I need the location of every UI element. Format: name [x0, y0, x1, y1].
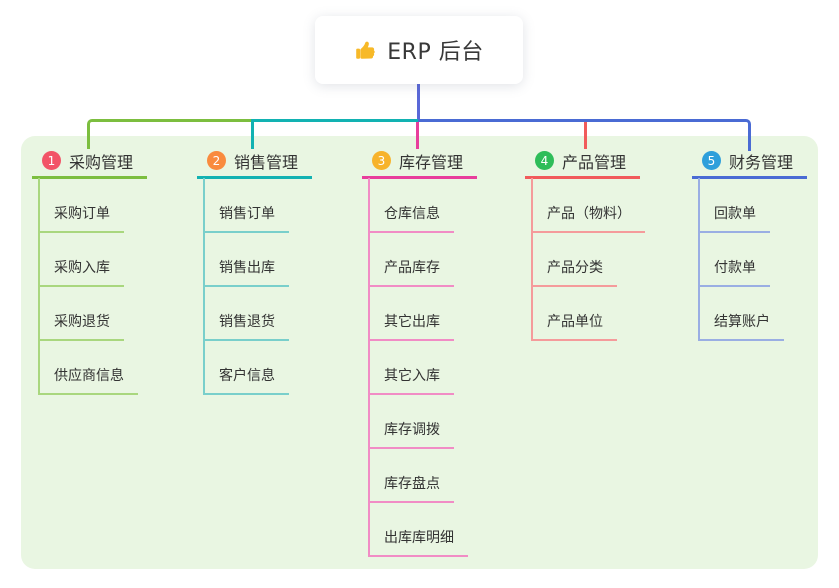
- child-node[interactable]: 采购入库: [38, 233, 138, 287]
- branch-index-badge: 1: [42, 151, 61, 170]
- connector-branch1-corner: [87, 119, 252, 149]
- child-node[interactable]: 产品库存: [368, 233, 468, 287]
- branch-title[interactable]: 5 财务管理: [692, 145, 807, 179]
- connector-branch2-line: [252, 119, 418, 122]
- connector-branch2-drop: [251, 119, 254, 149]
- child-label: 回款单: [698, 203, 770, 233]
- root-label: ERP 后台: [387, 40, 484, 65]
- branches-panel: [21, 136, 818, 569]
- thumbs-up-icon: [354, 39, 377, 62]
- connector-branch5-corner: [418, 119, 751, 151]
- child-node[interactable]: 销售订单: [203, 179, 289, 233]
- child-node[interactable]: 库存调拨: [368, 395, 468, 449]
- child-node[interactable]: 客户信息: [203, 341, 289, 395]
- branch-index-badge: 4: [535, 151, 554, 170]
- root-node[interactable]: ERP 后台: [315, 16, 523, 84]
- child-label: 产品库存: [368, 257, 454, 287]
- child-label: 销售退货: [203, 311, 289, 341]
- child-node[interactable]: 结算账户: [698, 287, 784, 341]
- branch-2: 2 销售管理 销售订单销售出库销售退货客户信息: [197, 145, 312, 395]
- branch-title[interactable]: 4 产品管理: [525, 145, 640, 179]
- branch-title-label: 库存管理: [399, 152, 464, 172]
- branch-index-badge: 5: [702, 151, 721, 170]
- branch-index-badge: 3: [372, 151, 391, 170]
- child-node[interactable]: 产品分类: [531, 233, 645, 287]
- child-node[interactable]: 库存盘点: [368, 449, 468, 503]
- child-node[interactable]: 付款单: [698, 233, 784, 287]
- child-label: 采购订单: [38, 203, 124, 233]
- child-label: 销售订单: [203, 203, 289, 233]
- child-label: 库存盘点: [368, 473, 454, 503]
- child-node[interactable]: 出库库明细: [368, 503, 468, 557]
- connector-branch4-drop: [584, 122, 587, 149]
- branch-children: 产品（物料） 产品分类产品单位: [531, 178, 645, 341]
- child-label: 其它入库: [368, 365, 454, 395]
- child-node[interactable]: 采购订单: [38, 179, 138, 233]
- child-label: 销售出库: [203, 257, 289, 287]
- branch-children: 销售订单销售出库销售退货客户信息: [203, 178, 289, 395]
- child-node[interactable]: 其它出库: [368, 287, 468, 341]
- child-node[interactable]: 采购退货: [38, 287, 138, 341]
- child-node[interactable]: 产品（物料）: [531, 179, 645, 233]
- child-node[interactable]: 其它入库: [368, 341, 468, 395]
- branch-children: 仓库信息产品库存其它出库其它入库库存调拨库存盘点出库库明细: [368, 178, 468, 557]
- child-label: 出库库明细: [368, 527, 468, 557]
- child-label: 采购退货: [38, 311, 124, 341]
- branch-3: 3 库存管理 仓库信息产品库存其它出库其它入库库存调拨库存盘点出库库明细: [362, 145, 477, 557]
- branch-title-label: 销售管理: [234, 152, 299, 172]
- child-label: 产品分类: [531, 257, 617, 287]
- child-node[interactable]: 产品单位: [531, 287, 645, 341]
- child-label: 产品单位: [531, 311, 617, 341]
- branch-index-badge: 2: [207, 151, 226, 170]
- child-label: 仓库信息: [368, 203, 454, 233]
- child-label: 采购入库: [38, 257, 124, 287]
- connector-branch3-drop: [416, 122, 419, 149]
- branch-children: 采购订单采购入库采购退货供应商信息: [38, 178, 138, 395]
- child-node[interactable]: 销售退货: [203, 287, 289, 341]
- branch-1: 1 采购管理 采购订单采购入库采购退货供应商信息: [32, 145, 147, 395]
- child-label: 结算账户: [698, 311, 784, 341]
- branch-title-label: 采购管理: [69, 152, 134, 172]
- child-label: 其它出库: [368, 311, 454, 341]
- child-label: 供应商信息: [38, 365, 138, 395]
- connector-root-stem: [417, 84, 420, 122]
- child-node[interactable]: 销售出库: [203, 233, 289, 287]
- child-node[interactable]: 仓库信息: [368, 179, 468, 233]
- branch-5: 5 财务管理 回款单付款单结算账户: [692, 145, 807, 341]
- child-node[interactable]: 回款单: [698, 179, 784, 233]
- branch-title[interactable]: 2 销售管理: [197, 145, 312, 179]
- branch-title[interactable]: 1 采购管理: [32, 145, 147, 179]
- branch-title[interactable]: 3 库存管理: [362, 145, 477, 179]
- child-label: 付款单: [698, 257, 770, 287]
- branch-title-label: 产品管理: [562, 152, 627, 172]
- branch-4: 4 产品管理 产品（物料） 产品分类产品单位: [525, 145, 645, 341]
- child-node[interactable]: 供应商信息: [38, 341, 138, 395]
- branch-title-label: 财务管理: [729, 152, 794, 172]
- child-label: 库存调拨: [368, 419, 454, 449]
- child-label: 产品（物料）: [531, 203, 645, 233]
- branch-children: 回款单付款单结算账户: [698, 178, 784, 341]
- child-label: 客户信息: [203, 365, 289, 395]
